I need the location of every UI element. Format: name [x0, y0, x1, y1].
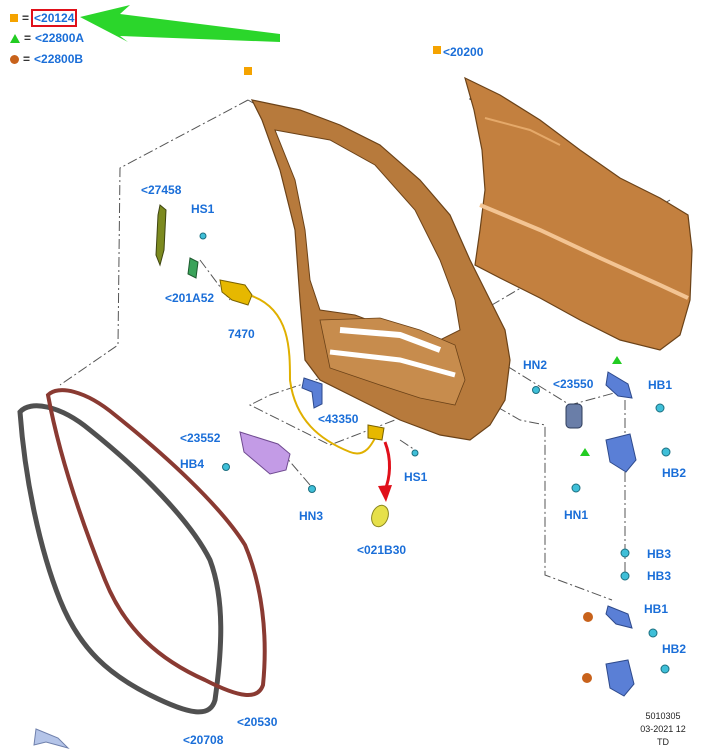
upper-hinge-top: [605, 371, 633, 399]
callout-hb3-b[interactable]: HB3: [647, 569, 672, 583]
callout-hb1-upper[interactable]: HB1: [648, 378, 673, 392]
legend-equals: =: [24, 31, 32, 45]
callout-hs1-top[interactable]: HS1: [191, 202, 215, 216]
square-legend-icon: [10, 14, 18, 22]
front-direction-arrow: [33, 728, 70, 749]
triangle-marker-upper: [612, 356, 622, 364]
callout-cable-bracket[interactable]: <43350: [318, 412, 359, 426]
callout-handle-bracket[interactable]: <23552: [180, 431, 221, 445]
triangle-legend-icon: [10, 33, 20, 43]
callout-channel-bracket[interactable]: <27458: [141, 183, 182, 197]
legend-ref-22800b[interactable]: <22800B: [34, 52, 84, 66]
legend-ref-20124[interactable]: <20124: [30, 9, 78, 27]
footer-initials: TD: [657, 737, 669, 747]
legend-equals: =: [23, 52, 31, 66]
callout-hb3-a[interactable]: HB3: [647, 547, 672, 561]
leader-line-hs1: [399, 439, 416, 451]
legend-row-circle: = <22800B: [10, 51, 83, 67]
square-marker-top: [244, 67, 252, 75]
legend-row-square: = <20124: [10, 9, 78, 27]
fastener-hb3-a: [620, 548, 630, 558]
legend-equals: =: [22, 11, 30, 25]
leader-line-cable: [248, 374, 396, 446]
red-direction-arrow: [383, 441, 391, 491]
circle-legend-icon: [10, 54, 19, 64]
check-arm: [565, 403, 583, 429]
leader-line-hinge-lower: [449, 379, 613, 601]
lower-hinge-top: [605, 605, 633, 629]
leader-line-main: [59, 99, 249, 386]
callout-hn3[interactable]: HN3: [299, 509, 324, 523]
red-arrow-head: [378, 485, 392, 502]
fastener-hb4: [222, 463, 230, 471]
cable-bracket: [301, 377, 323, 409]
lower-hinge-bottom: [605, 659, 635, 697]
callout-hb2-lower[interactable]: HB2: [662, 642, 687, 656]
door-latch: [219, 279, 253, 306]
fastener-hs1-top: [199, 232, 207, 240]
callout-clip[interactable]: <201A52: [165, 291, 215, 305]
callout-latch[interactable]: 7470: [228, 327, 255, 341]
callout-hs1-lower[interactable]: HS1: [404, 470, 428, 484]
handle-bracket: [239, 431, 291, 475]
triangle-marker-lower: [580, 448, 590, 456]
cable-end-connector: [367, 424, 385, 441]
callout-seal-outer[interactable]: <20708: [183, 733, 224, 747]
fastener-hb1-lower: [648, 628, 658, 638]
callout-hn2[interactable]: HN2: [523, 358, 548, 372]
weatherstrip-outer-seal: [17, 403, 224, 715]
callout-outer-panel[interactable]: <20200: [443, 45, 484, 59]
callout-check-arm[interactable]: <23550: [553, 377, 594, 391]
footer-code: 5010305: [645, 711, 681, 721]
footer-date: 03-2021 12: [640, 724, 686, 734]
callout-hb1-lower[interactable]: HB1: [644, 602, 669, 616]
callout-seal-inner[interactable]: <20530: [237, 715, 278, 729]
fastener-hn3: [308, 485, 316, 493]
door-inner-frame: [250, 99, 511, 441]
callout-grommet[interactable]: <021B30: [357, 543, 407, 557]
window-channel-bracket: [155, 204, 167, 267]
fastener-hs1-lower: [411, 449, 419, 457]
retainer-clip: [187, 257, 199, 279]
fastener-hb1-upper: [655, 403, 665, 413]
square-marker-panel: [433, 46, 441, 54]
fastener-hb3-b: [620, 571, 630, 581]
legend-row-triangle: = <22800A: [10, 30, 84, 46]
callout-hb2-upper[interactable]: HB2: [662, 466, 687, 480]
fastener-hn2: [532, 386, 540, 394]
fasteners: [199, 232, 671, 674]
circle-marker-upper: [583, 612, 593, 622]
callout-hb4[interactable]: HB4: [180, 457, 205, 471]
door-outer-panel: [464, 76, 693, 351]
weatherstrip-inner-seal: [45, 388, 267, 698]
callout-hn1[interactable]: HN1: [564, 508, 589, 522]
fastener-hn1: [571, 483, 581, 493]
grommet: [371, 504, 389, 528]
circle-marker-lower: [582, 673, 592, 683]
fastener-hb2-lower: [660, 664, 670, 674]
upper-hinge-bottom: [605, 433, 637, 473]
green-pointer-arrow: [80, 5, 280, 42]
latch-cable: [251, 295, 379, 455]
legend-ref-22800a[interactable]: <22800A: [35, 31, 85, 45]
fastener-hb2-upper: [661, 447, 671, 457]
